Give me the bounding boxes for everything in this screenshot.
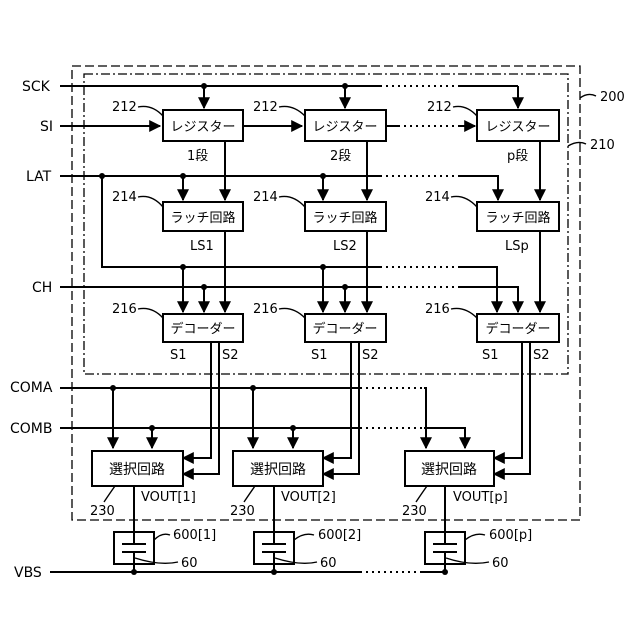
coma-label: COMA [10, 380, 53, 396]
latch-1-output: LS1 [190, 239, 214, 254]
register-p-ref: 212 [427, 100, 452, 115]
s1-to-selector-1 [183, 342, 211, 458]
element-1-ref-label: 60 [181, 556, 198, 571]
latch-2-output: LS2 [333, 239, 357, 254]
decoder-1-ref-leader [138, 308, 163, 318]
latch-2-ref: 214 [253, 190, 278, 205]
register-2: レジスター [305, 110, 386, 141]
latch-p-output: LSp [505, 239, 529, 254]
s2-to-selector-2 [323, 342, 359, 474]
register-p-stage: p段 [507, 149, 528, 164]
decoder-p-s2: S2 [533, 348, 550, 363]
decoder-p-ref-leader [451, 308, 477, 318]
ch-line-end [460, 287, 518, 312]
latch-1: ラッチ回路 [163, 202, 243, 231]
s2-to-selector-1 [183, 342, 219, 474]
selector-p-ref: 230 [402, 504, 427, 519]
element-p-id-leader [465, 534, 485, 540]
decoder-2-s1: S1 [311, 348, 328, 363]
register-1-label: レジスター [170, 120, 235, 135]
selector-1-ref-leader [104, 486, 115, 502]
s2-to-selector-p [494, 342, 530, 474]
element-p-ref-label: 60 [492, 556, 509, 571]
driver-leader-line [580, 94, 596, 98]
selector-2-ref: 230 [230, 504, 255, 519]
piezo-element-1 [114, 532, 154, 564]
sck-label: SCK [22, 79, 51, 95]
vout-p-label: VOUT[p] [453, 490, 508, 505]
decoder-2-ref-leader [279, 308, 305, 318]
decoder-1-s1: S1 [170, 348, 187, 363]
element-2-id-leader [294, 534, 314, 540]
latch-2-label: ラッチ回路 [312, 210, 377, 226]
register-1-stage: 1段 [187, 149, 208, 164]
lat-route-end [460, 267, 497, 312]
vbs-junction [271, 569, 277, 575]
latch-2: ラッチ回路 [305, 202, 386, 231]
element-2-ref-label: 60 [320, 556, 337, 571]
element-1-id-label: 600[1] [173, 528, 216, 543]
register-p-label: レジスター [485, 120, 550, 135]
decoder-2: デコーダー [305, 314, 386, 342]
vbs-label: VBS [14, 565, 42, 581]
element-2-id-label: 600[2] [318, 528, 361, 543]
piezo-element-2 [254, 532, 294, 564]
register-p: レジスター [477, 110, 559, 141]
selector-2-ref-leader [244, 486, 255, 502]
decoder-p-ref: 216 [425, 302, 450, 317]
selector-1: 選択回路 [92, 451, 183, 486]
decoder-2-label: デコーダー [312, 321, 377, 337]
element-p-id-label: 600[p] [489, 528, 532, 543]
register-1-ref: 212 [112, 100, 137, 115]
element-1-id-leader [154, 534, 170, 540]
register-2-ref: 212 [253, 100, 278, 115]
latch-2-ref-leader [279, 196, 305, 207]
latch-1-ref-leader [138, 196, 163, 207]
decoder-1-s2: S2 [222, 348, 239, 363]
selector-2-label: 選択回路 [250, 462, 306, 478]
decoder-2-s2: S2 [362, 348, 379, 363]
vout-2-label: VOUT[2] [281, 490, 336, 505]
selector-p-ref-leader [416, 486, 427, 502]
selector-2: 選択回路 [233, 451, 323, 486]
latch-p: ラッチ回路 [477, 202, 559, 231]
register-1-ref-leader [138, 106, 163, 116]
latch-p-ref: 214 [425, 190, 450, 205]
decoder-p-label: デコーダー [485, 321, 550, 337]
comb-line-end [424, 428, 465, 448]
vbs-junction [131, 569, 137, 575]
coma-line-end [424, 388, 426, 448]
vbs-junction [442, 569, 448, 575]
selector-1-label: 選択回路 [109, 462, 165, 478]
latch-p-label: ラッチ回路 [485, 210, 550, 226]
register-1: レジスター [163, 110, 243, 141]
latch-p-ref-leader [451, 196, 477, 207]
register-2-ref-leader [279, 106, 305, 116]
selector-p-label: 選択回路 [421, 462, 477, 478]
si-label: SI [40, 119, 53, 135]
selector-p: 選択回路 [405, 451, 494, 486]
control-ref-label: 210 [590, 138, 615, 153]
driver-ref-label: 200 [600, 90, 625, 105]
lat-label: LAT [26, 169, 52, 185]
comb-label: COMB [10, 421, 52, 437]
lat-line-end [460, 176, 498, 200]
register-2-label: レジスター [312, 120, 377, 135]
decoder-p-s1: S1 [482, 348, 499, 363]
piezo-element-p [425, 532, 465, 564]
latch-1-ref: 214 [112, 190, 137, 205]
decoder-1: デコーダー [163, 314, 243, 342]
register-p-ref-leader [453, 106, 477, 116]
decoder-2-ref: 216 [253, 302, 278, 317]
decoder-p: デコーダー [477, 314, 559, 342]
register-2-stage: 2段 [330, 149, 351, 164]
ch-label: CH [32, 280, 52, 296]
decoder-1-label: デコーダー [170, 321, 235, 337]
control-leader-line [568, 142, 586, 146]
vout-1-label: VOUT[1] [141, 490, 196, 505]
selector-1-ref: 230 [90, 504, 115, 519]
latch-1-label: ラッチ回路 [170, 210, 235, 226]
decoder-1-ref: 216 [112, 302, 137, 317]
